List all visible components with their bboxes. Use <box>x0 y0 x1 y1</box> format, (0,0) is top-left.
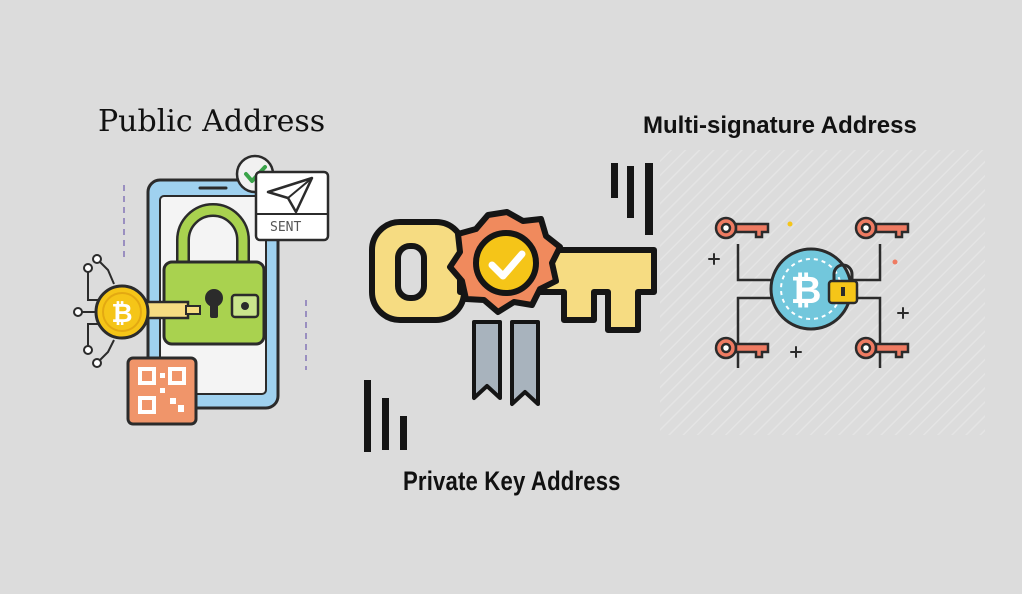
dot-decor <box>787 221 898 265</box>
multisig-bitcoin-symbol: ₿ <box>791 268 822 312</box>
decor-lines <box>123 185 307 370</box>
bitcoin-coin-icon: ₿ <box>94 284 150 340</box>
sparkle-decor <box>708 253 909 358</box>
sent-card: SENT <box>254 170 330 242</box>
multisig-bitcoin-coin-icon: ₿ <box>769 247 853 331</box>
badge-ribbon <box>472 320 540 406</box>
public-address-illustration: SENT ₿ <box>73 154 330 426</box>
multisig-key-bottom-right <box>854 336 910 360</box>
sent-label: SENT <box>270 220 301 235</box>
rosette-badge-icon <box>447 209 563 315</box>
padlock-icon <box>162 203 266 346</box>
qr-code-icon <box>126 356 198 426</box>
multisig-address-title: Multi-signature Address <box>643 112 917 139</box>
decor-stripes-bottom <box>364 380 407 452</box>
multisig-illustration: ₿ <box>660 150 985 435</box>
circuit-lines <box>73 254 115 368</box>
multisig-key-bottom-left <box>714 336 770 360</box>
public-address-title: Public Address <box>98 104 326 139</box>
private-key-illustration <box>364 163 657 452</box>
multisig-key-top-right <box>854 216 910 240</box>
private-key-address-title: Private Key Address <box>403 466 621 496</box>
decor-stripes-top <box>611 163 653 235</box>
bitcoin-symbol: ₿ <box>111 299 132 329</box>
multisig-key-top-left <box>714 216 770 240</box>
multisig-lock-icon <box>827 263 859 305</box>
